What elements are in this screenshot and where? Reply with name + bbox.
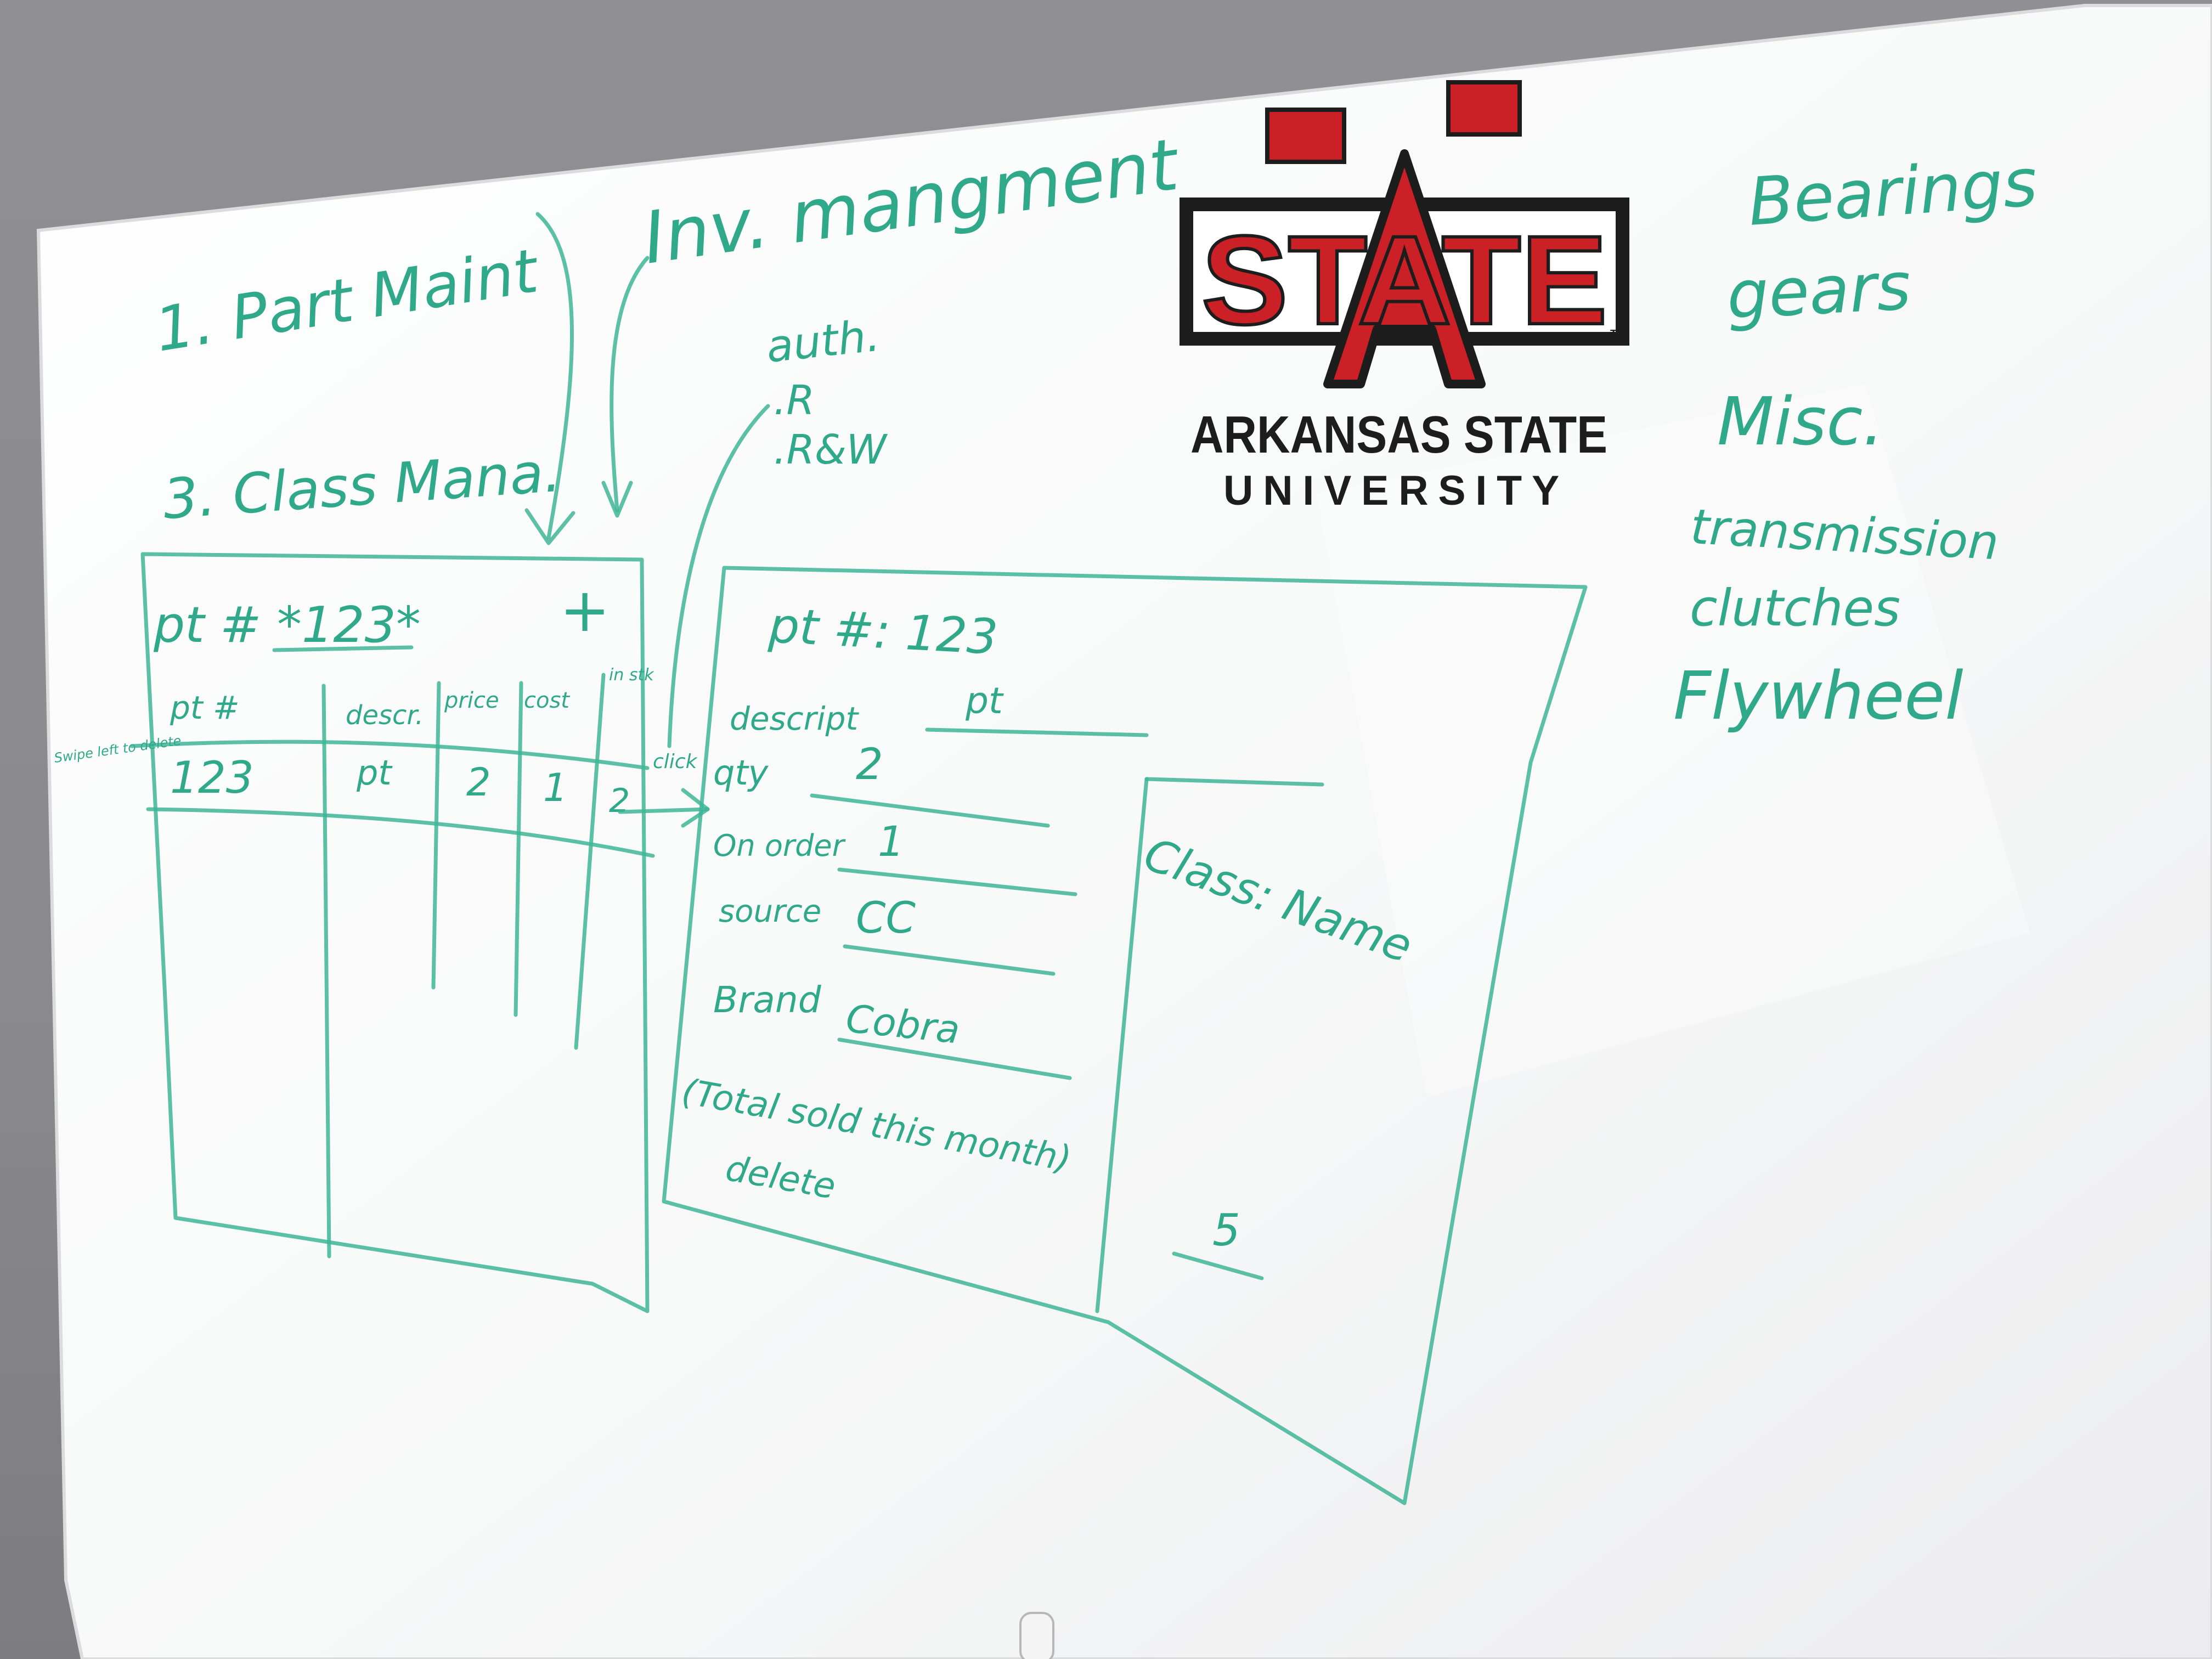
logo-big-a	[1323, 149, 1486, 388]
note-auth-rw: .R&W	[774, 426, 888, 473]
detail-total-sold-value: 5	[1212, 1205, 1240, 1256]
list-add-icon: +	[560, 575, 610, 645]
list-screen-frame	[140, 552, 650, 1313]
logo-line2: UNIVERSITY	[1223, 467, 1569, 514]
detail-brand-label: Brand	[713, 979, 822, 1021]
arrow-head-right	[601, 481, 633, 518]
category-3: Misc.	[1717, 384, 1884, 460]
detail-qty-label: qty	[713, 753, 769, 793]
detail-onorder-value: 1	[878, 817, 904, 866]
board-mount-knob	[1019, 1612, 1054, 1659]
list-col-divider-4	[574, 673, 606, 1050]
detail-onorder-line	[837, 867, 1077, 896]
arrow-curve-right	[610, 256, 650, 512]
detail-onorder-label: On order	[713, 828, 846, 863]
list-row-descr: pt	[356, 753, 393, 793]
logo-block-right	[1446, 80, 1522, 137]
list-header-line	[129, 740, 650, 770]
detail-description-label: descript	[730, 700, 859, 737]
note-auth: auth.	[764, 310, 882, 373]
detail-description-line	[925, 727, 1149, 737]
detail-divider-top	[1144, 777, 1324, 787]
arkansas-state-logo: STATE TM ARKANSAS STATE UNIVERSITY	[1180, 80, 1629, 514]
list-col-divider-2	[431, 681, 441, 990]
detail-screen-frame	[662, 566, 1588, 1505]
logo-block-left	[1265, 108, 1346, 164]
note-auth-r: .R	[774, 377, 815, 424]
list-search-underline	[272, 645, 414, 652]
arrow-curve-left	[535, 212, 574, 540]
list-col-divider-1	[321, 684, 331, 1259]
click-note: click	[653, 751, 698, 773]
logo-tm: TM	[1610, 328, 1626, 340]
detail-source-label: source	[719, 894, 821, 929]
list-row-cost: 1	[543, 765, 568, 810]
category-2: gears	[1725, 249, 1912, 334]
board-glare	[1317, 384, 2030, 1097]
detail-brand-line	[837, 1037, 1072, 1080]
logo-mark: STATE	[1201, 210, 1607, 351]
detail-divider-vertical	[1095, 777, 1149, 1313]
list-col-divider-3	[514, 681, 523, 1017]
list-col-stock: in stk	[609, 665, 654, 685]
detail-qty-value: 2	[856, 740, 883, 789]
list-col-descr: descr.	[346, 700, 424, 731]
detail-source-line	[843, 944, 1056, 976]
list-row-stock: 2	[609, 782, 630, 820]
arrow-to-detail-head	[681, 788, 710, 828]
arrow-auth-link	[667, 404, 770, 748]
whiteboard-surface	[36, 4, 2212, 1659]
detail-description-value: pt	[965, 680, 1004, 722]
detail-source-value: CC	[856, 894, 916, 943]
list-col-price: price	[444, 688, 499, 713]
arrow-to-detail	[618, 807, 710, 814]
detail-pt-number: pt #: 123	[767, 597, 999, 665]
list-row-pt: 123	[170, 752, 254, 803]
category-5: clutches	[1690, 579, 1900, 637]
list-col-pt: pt #	[170, 689, 240, 726]
list-col-cost: cost	[524, 688, 570, 713]
detail-qty-line	[810, 793, 1050, 828]
logo-line1: ARKANSAS STATE	[1190, 405, 1607, 464]
arrow-head-left	[524, 508, 575, 545]
list-row-line	[146, 807, 655, 858]
category-6: Flywheel	[1673, 658, 1963, 735]
detail-total-sold-line	[1172, 1251, 1264, 1280]
list-row-price: 2	[466, 760, 491, 805]
list-search-text: pt # *123*	[153, 596, 421, 654]
